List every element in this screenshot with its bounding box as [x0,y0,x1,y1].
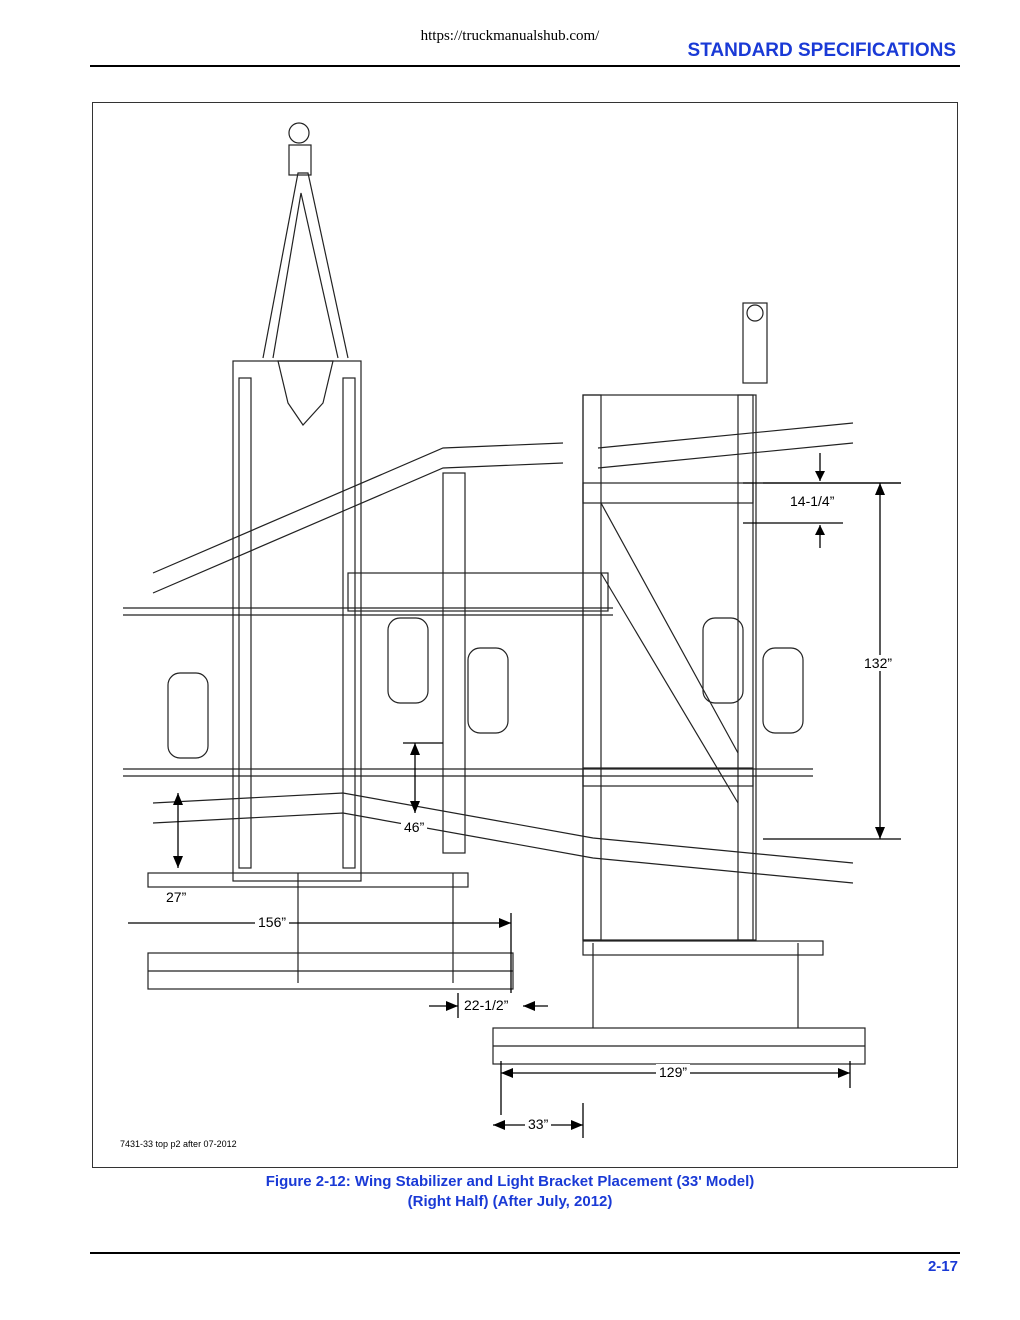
hitch-eye [288,122,310,144]
wheel [702,617,744,704]
page-number: 2-17 [927,1258,958,1275]
implement-drawing [123,122,901,1138]
header-rule [90,65,960,67]
drawing-id: 7431-33 top p2 after 07-2012 [120,1139,237,1149]
footer-rule [90,1252,960,1254]
rear-toolbar [147,872,469,888]
wheel [467,647,509,734]
section-title: STANDARD SPECIFICATIONS [687,40,956,61]
dimension-46: 46” [401,819,428,835]
dimension-132: 132” [861,655,896,671]
source-url: https://truckmanualshub.com/ [420,28,600,44]
wheel [762,647,804,734]
wheel [167,672,209,759]
left-frame [232,360,362,882]
dimension-22-1-2: 22-1/2” [461,997,512,1013]
figure-frame: 14-1/4” 132” 46” 27” 156” 22-1/2” 129” 3… [92,102,958,1168]
caption-line-2: (Right Half) (After July, 2012) [407,1193,613,1210]
caption-line-1: Figure 2-12: Wing Stabilizer and Light B… [265,1173,755,1190]
wheel [387,617,429,704]
dimension-156: 156” [255,914,290,930]
right-wing-frame [582,394,754,941]
tine-gang [597,422,854,449]
hitch-plate [277,360,334,426]
dimension-14-1-4: 14-1/4” [787,493,838,509]
dimension-27: 27” [163,889,190,905]
tine-gang [152,442,564,574]
dimension-129: 129” [656,1064,691,1080]
dimension-33: 33” [525,1116,552,1132]
tine-gang [152,792,854,864]
hitch-tongue [262,172,349,359]
figure-caption: Figure 2-12: Wing Stabilizer and Light B… [0,1172,1020,1212]
